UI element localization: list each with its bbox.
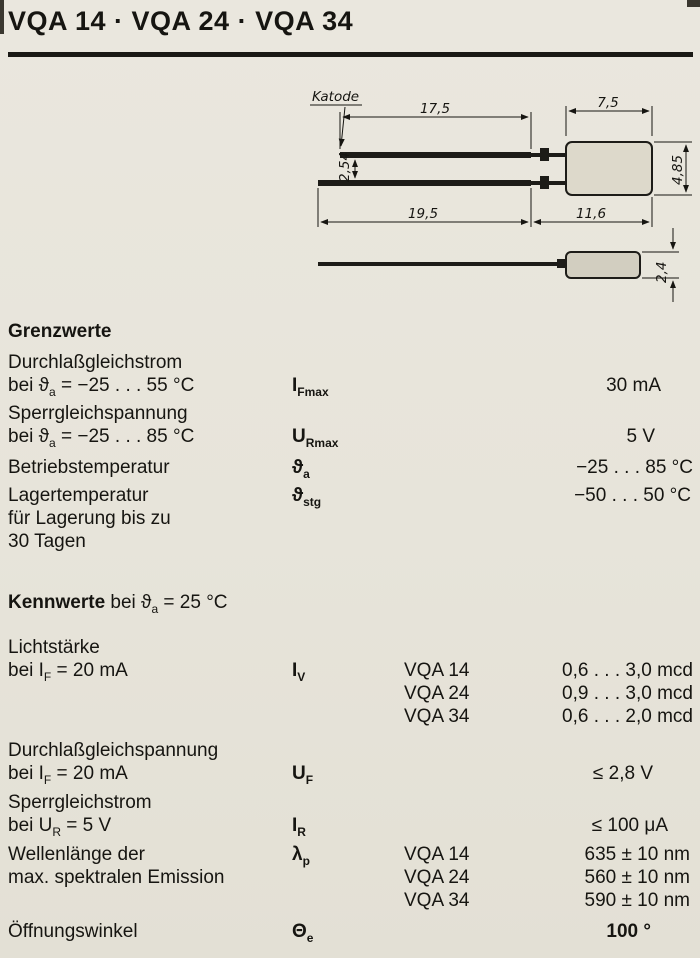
- heading-text: Grenzwerte: [8, 321, 112, 342]
- type-designator: VQA 14: [404, 844, 470, 865]
- led-body-top-view: [565, 141, 653, 196]
- value: 30 mA: [606, 375, 661, 396]
- symbol: UF: [292, 763, 314, 787]
- row-lagertemperatur: Lagertemperatur ϑstg −50 . . . 50 °C für…: [8, 484, 693, 553]
- spec-tables: Grenzwerte Durchlaßgleichstrom bei ϑa = …: [8, 320, 693, 945]
- symbol: Θe: [292, 921, 314, 945]
- section-heading-kennwerte: Kennwerte bei ϑa = 25 °C: [8, 591, 693, 616]
- value: −50 . . . 50 °C: [574, 485, 691, 506]
- cathode-lead: [340, 152, 531, 158]
- row-sperrgleichstrom: Sperrgleichstrom bei UR = 5 V IR ≤ 100 μ…: [8, 791, 693, 839]
- symbol: ϑstg: [292, 485, 322, 509]
- symbol: IV: [292, 660, 306, 684]
- dim-2-54-label: 2,54: [337, 152, 353, 182]
- param-name: Lichtstärke: [8, 637, 100, 658]
- dim-7-5-label: 7,5: [597, 95, 618, 111]
- param-condition: für Lagerung bis zu: [8, 508, 171, 529]
- type-designator: VQA 34: [404, 890, 470, 911]
- value: 100 °: [606, 921, 651, 942]
- param-name: Lagertemperatur: [8, 485, 149, 506]
- dimension-lines: [310, 104, 692, 302]
- param-condition: bei ϑa = −25 . . . 85 °C: [8, 426, 195, 450]
- param-name: max. spektralen Emission: [8, 867, 225, 888]
- symbol: IFmax: [292, 375, 329, 399]
- value: ≤ 2,8 V: [592, 763, 653, 784]
- page-title: VQA 14 · VQA 24 · VQA 34: [8, 6, 354, 36]
- row-durchlassgleichstrom: Durchlaßgleichstrom bei ϑa = −25 . . . 5…: [8, 351, 693, 399]
- package-dimension-drawing: Katode 17,5 7,5 2,54 4,85 19,5 11,6 2,4: [310, 89, 692, 302]
- dim-17-5-label: 17,5: [420, 101, 450, 117]
- param-condition: bei IF = 20 mA: [8, 660, 128, 684]
- row-durchlassgleichspannung: Durchlaßgleichspannung bei IF = 20 mA UF…: [8, 739, 693, 787]
- param-condition: bei UR = 5 V: [8, 815, 112, 839]
- value: 0,6 . . . 3,0 mcd: [562, 660, 693, 681]
- dim-11-6-label: 11,6: [576, 206, 606, 222]
- param-condition: bei IF = 20 mA: [8, 763, 128, 787]
- row-lichtstaerke: Lichtstärke bei IF = 20 mA IV VQA 14 0,6…: [8, 636, 693, 728]
- value: 590 ± 10 nm: [584, 890, 691, 911]
- section-heading-grenzwerte: Grenzwerte: [8, 320, 693, 343]
- value: 635 ± 10 nm: [584, 844, 691, 865]
- param-name: Öffnungswinkel: [8, 921, 138, 942]
- row-betriebstemperatur: Betriebstemperatur ϑa −25 . . . 85 °C: [8, 456, 693, 481]
- type-designator: VQA 34: [404, 706, 470, 727]
- row-oeffnungswinkel: Öffnungswinkel Θe 100 °: [8, 920, 693, 945]
- param-name: Betriebstemperatur: [8, 457, 170, 478]
- value: −25 . . . 85 °C: [576, 457, 693, 478]
- dim-2-4-label: 2,4: [654, 262, 670, 283]
- symbol: ϑa: [292, 457, 310, 481]
- led-body-side-view: [565, 251, 641, 279]
- row-wellenlaenge: Wellenlänge der λp VQA 14 635 ± 10 nm ma…: [8, 843, 693, 912]
- value: ≤ 100 μA: [591, 815, 668, 836]
- leads: [318, 148, 567, 268]
- param-name: Sperrgleichstrom: [8, 792, 152, 813]
- value: 560 ± 10 nm: [584, 867, 691, 888]
- type-designator: VQA 24: [404, 867, 470, 888]
- anode-lead: [318, 180, 531, 186]
- param-name: Durchlaßgleichspannung: [8, 740, 219, 761]
- dimension-labels: Katode 17,5 7,5 2,54 4,85 19,5 11,6 2,4: [312, 89, 686, 283]
- side-view-lead: [318, 262, 562, 266]
- heading-text: Kennwerte bei ϑa = 25 °C: [8, 592, 228, 616]
- katode-label: Katode: [312, 89, 359, 105]
- value: 0,9 . . . 3,0 mcd: [562, 683, 693, 704]
- param-condition: 30 Tagen: [8, 531, 86, 552]
- dim-4-85-label: 4,85: [670, 155, 686, 185]
- title-divider-rule: [8, 52, 693, 57]
- scan-artifact: [0, 0, 4, 34]
- value: 0,6 . . . 2,0 mcd: [562, 706, 693, 727]
- type-designator: VQA 14: [404, 660, 470, 681]
- dim-19-5-label: 19,5: [408, 206, 438, 222]
- symbol: URmax: [292, 426, 339, 450]
- symbol: IR: [292, 815, 306, 839]
- param-condition: bei ϑa = −25 . . . 55 °C: [8, 375, 195, 399]
- param-name: Wellenlänge der: [8, 844, 145, 865]
- value: 5 V: [626, 426, 655, 447]
- param-name: Durchlaßgleichstrom: [8, 352, 183, 373]
- param-name: Sperrgleichspannung: [8, 403, 188, 424]
- symbol: λp: [292, 844, 310, 868]
- scan-artifact: [687, 0, 700, 7]
- row-sperrgleichspannung: Sperrgleichspannung bei ϑa = −25 . . . 8…: [8, 402, 693, 450]
- type-designator: VQA 24: [404, 683, 470, 704]
